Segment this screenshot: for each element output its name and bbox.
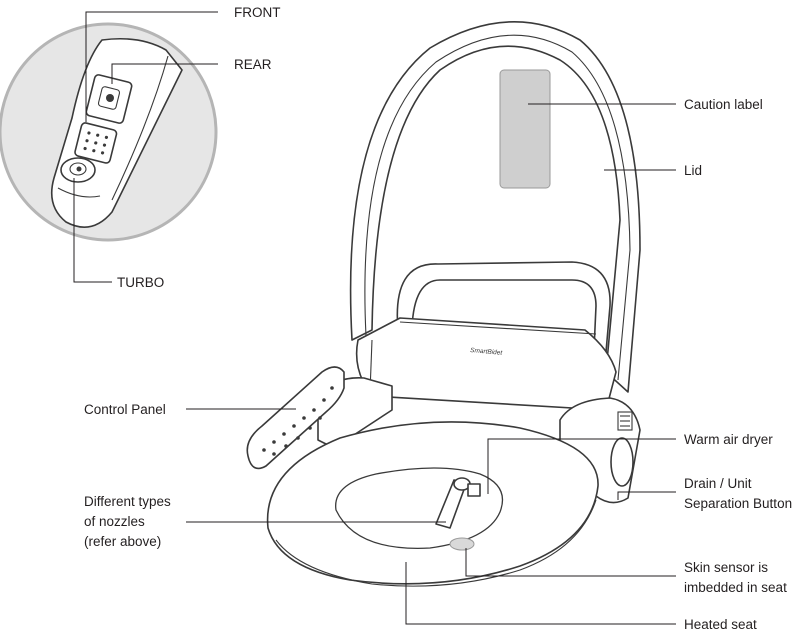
drain-label-line2: Separation Button: [684, 496, 792, 511]
heated-seat-label: Heated seat: [684, 617, 757, 632]
front-label: FRONT: [234, 5, 281, 20]
vent-grille: [617, 411, 633, 431]
main-body: [355, 317, 617, 411]
turbo-label: TURBO: [117, 275, 164, 290]
caution-label-text: Caution label: [684, 97, 763, 112]
skin-sensor-leader: [465, 548, 676, 577]
nozzles-label-line3: (refer above): [84, 534, 161, 549]
heated-seat-leader: [405, 562, 676, 625]
nozzles-label-line1: Different types: [84, 494, 171, 509]
rear-label: REAR: [234, 57, 272, 72]
brand-logo: SmartBidet: [470, 347, 504, 357]
warm-air-dryer-label: Warm air dryer: [684, 432, 773, 447]
callout-labels: FRONT REAR TURBO Caution label Lid Contr…: [84, 5, 792, 632]
front-leader: [85, 11, 218, 122]
control-panel-label: Control Panel: [84, 402, 166, 417]
lid: [349, 21, 641, 393]
warm-air-dryer-leader: [487, 438, 676, 494]
inset-turbo-nozzle: [60, 157, 96, 183]
nozzle-wand: [435, 477, 481, 529]
skin-sensor-label-line2: imbedded in seat: [684, 580, 787, 595]
lid-label: Lid: [684, 163, 702, 178]
caution-label-area: [499, 69, 551, 189]
nozzles-label-line2: of nozzles: [84, 514, 145, 529]
skin-sensor-label-line1: Skin sensor is: [684, 560, 768, 575]
inset-front-nozzle: [74, 122, 118, 164]
drain-label-line1: Drain / Unit: [684, 476, 752, 491]
bidet-unit: SmartBidet: [246, 21, 641, 587]
turbo-leader: [73, 178, 112, 283]
skin-sensor: [449, 537, 475, 551]
rear-leader: [111, 63, 218, 84]
back-handle: [396, 261, 611, 353]
nozzle-inset: [0, 11, 218, 283]
callout-leaders: [186, 103, 676, 625]
drain-leader: [617, 491, 676, 500]
control-panel: [246, 366, 345, 470]
